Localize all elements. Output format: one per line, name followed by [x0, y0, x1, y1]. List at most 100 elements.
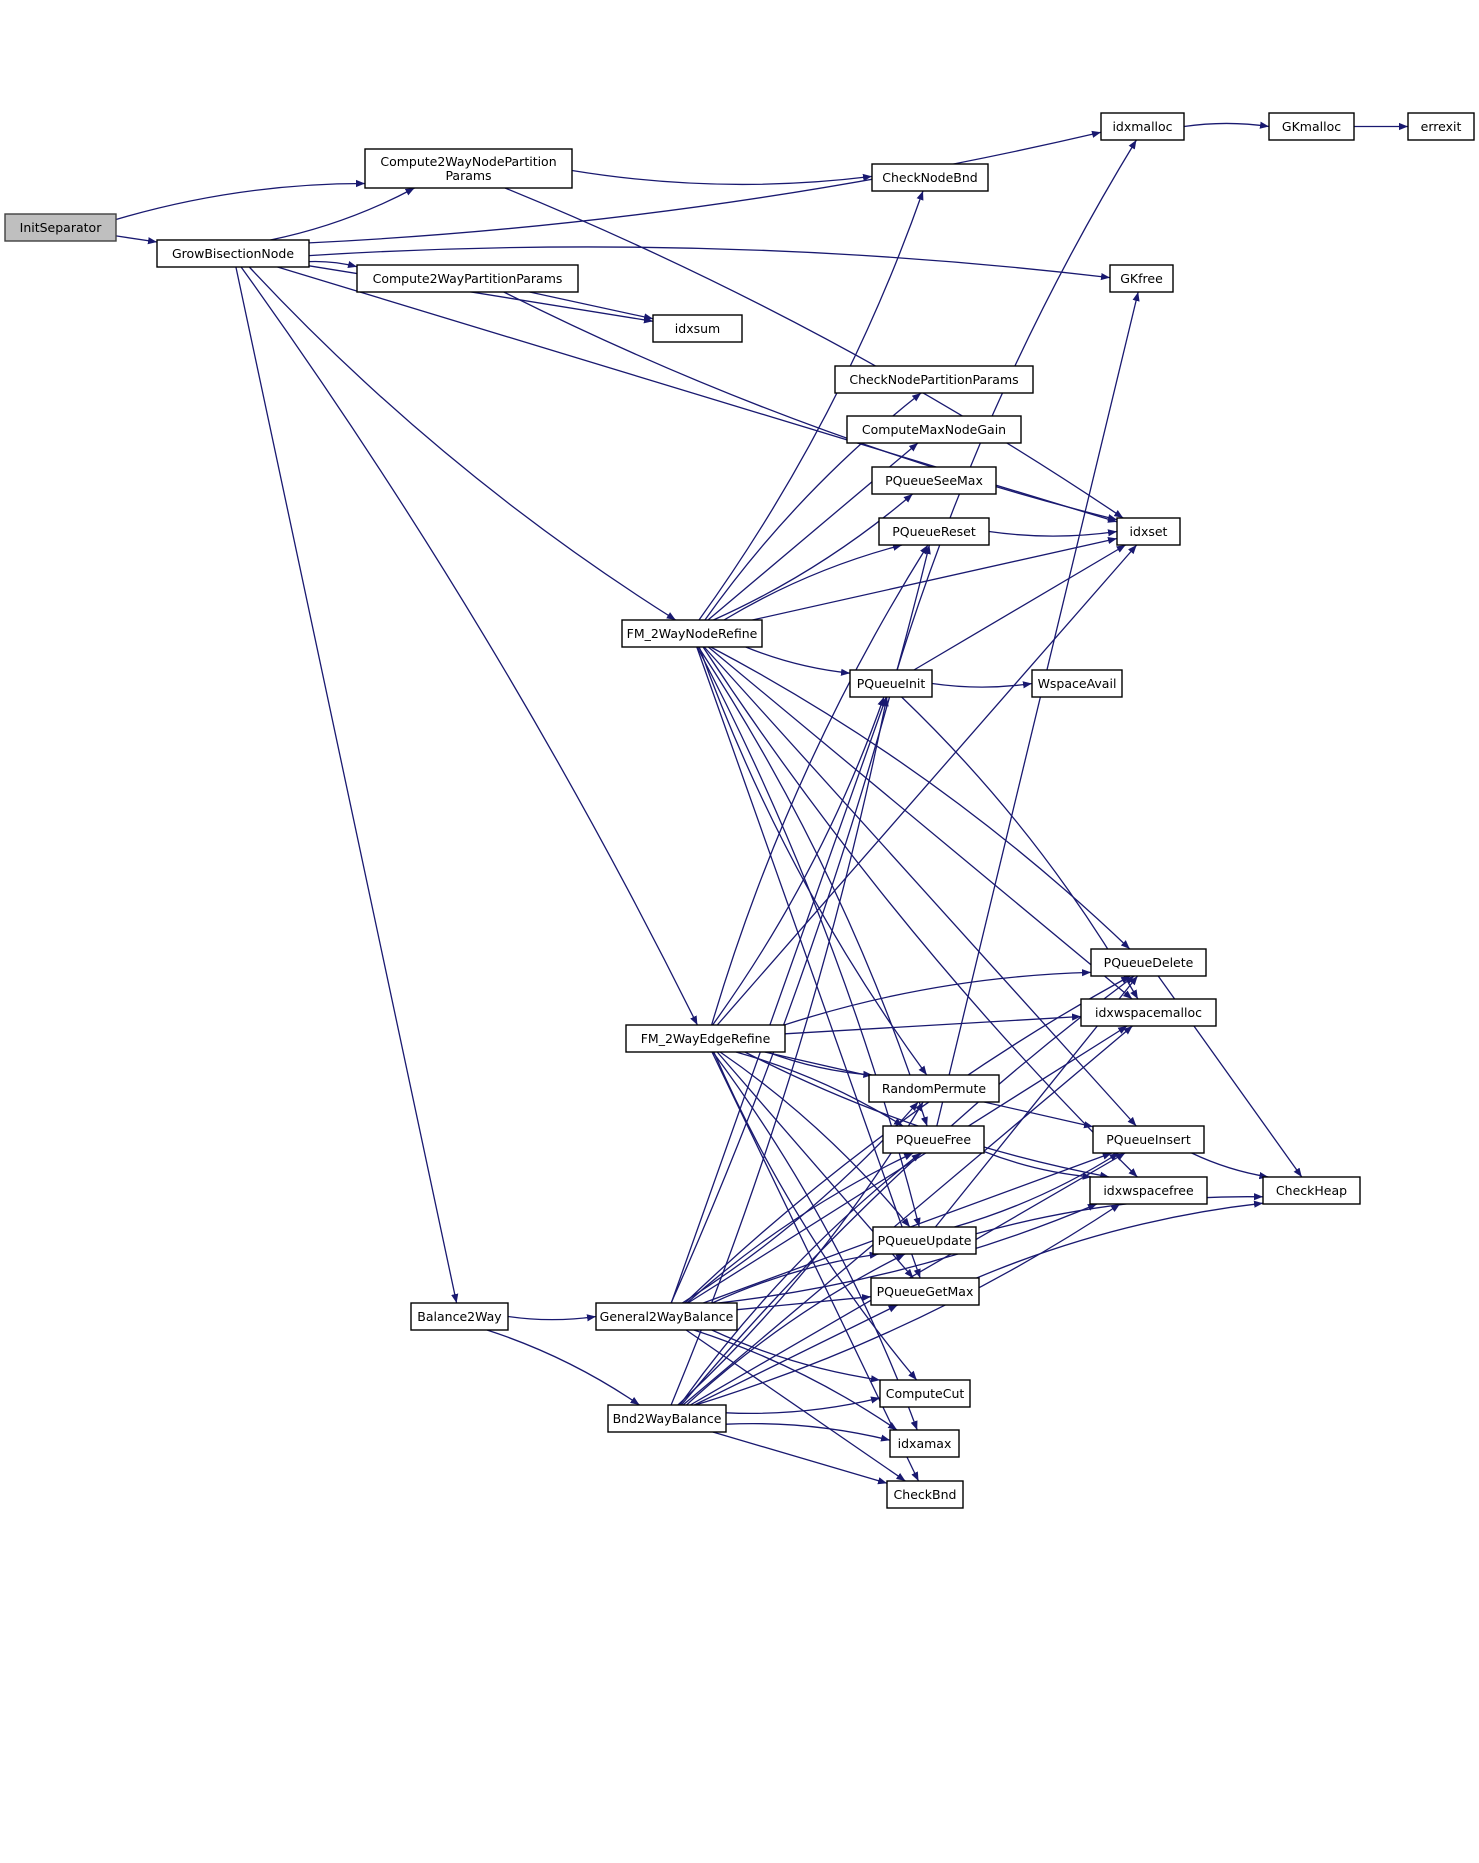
edge-line — [896, 139, 1137, 671]
edge-line — [694, 1304, 898, 1406]
node-box — [156, 239, 310, 268]
edge-line — [697, 646, 928, 1127]
node-box — [846, 415, 1022, 444]
edge-compute2-way-partition-params-to-idxset — [503, 291, 1118, 522]
node-compute2-way-partition-params[interactable]: Compute2WayPartitionParams — [356, 264, 579, 293]
node-label: PQueueInit — [857, 676, 926, 691]
node-label: idxsum — [675, 321, 720, 336]
node-init-separator: InitSeparator — [4, 213, 117, 242]
edge-line — [670, 544, 931, 1304]
edge-line — [725, 1396, 881, 1415]
node-idxwspacemalloc[interactable]: idxwspacemalloc — [1080, 998, 1217, 1027]
node-label: GrowBisectionNode — [172, 246, 294, 261]
node-errexit[interactable]: errexit — [1407, 112, 1475, 141]
edge-fm-2-way-node-refine-to-pqueue-insert — [703, 646, 1137, 1127]
edge-compute2-way-node-partition-params-to-check-node-bnd — [571, 169, 873, 186]
node-box — [595, 1302, 738, 1331]
edge-pqueue-init-to-wspace-avail — [931, 681, 1033, 689]
edge-fm-2-way-node-refine-to-pqueue-delete — [710, 646, 1131, 950]
node-check-heap[interactable]: CheckHeap — [1262, 1176, 1361, 1205]
node-pqueue-reset[interactable]: PQueueReset — [878, 517, 990, 546]
node-idxmalloc[interactable]: idxmalloc — [1100, 112, 1185, 141]
edge-line — [529, 291, 654, 321]
edge-balance2-way-to-general2-way-balance — [507, 1314, 597, 1322]
node-box — [4, 213, 117, 242]
node-pqueue-free[interactable]: PQueueFree — [882, 1125, 985, 1154]
edge-fm-2-way-edge-refine-to-random-permute — [766, 1051, 873, 1078]
edges-layer — [115, 121, 1408, 1485]
edge-fm-2-way-node-refine-to-random-permute — [698, 646, 928, 1076]
edge-grow-bisection-node-to-fm-2-way-node-refine — [248, 266, 677, 621]
node-wspace-avail[interactable]: WspaceAvail — [1031, 669, 1123, 698]
edge-line — [504, 187, 1124, 519]
edge-compute2-way-partition-params-to-idxsum — [529, 291, 654, 321]
edge-fm-2-way-node-refine-to-pqueue-reset — [723, 543, 903, 621]
node-label: CheckBnd — [894, 1487, 957, 1502]
node-label: InitSeparator — [20, 220, 103, 235]
node-idxwspacefree[interactable]: idxwspacefree — [1089, 1176, 1208, 1205]
nodes-layer: InitSeparatorGrowBisectionNodeCompute2Wa… — [4, 112, 1475, 1509]
node-box — [872, 1226, 977, 1255]
node-general2-way-balance[interactable]: General2WayBalance — [595, 1302, 738, 1331]
node-pqueue-insert[interactable]: PQueueInsert — [1092, 1125, 1205, 1154]
edge-balance2-way-to-bnd2-way-balance — [486, 1329, 640, 1406]
edge-fm-2-way-node-refine-to-pqueue-see-max — [713, 493, 914, 621]
node-idxsum[interactable]: idxsum — [652, 314, 743, 343]
node-check-node-partition-params[interactable]: CheckNodePartitionParams — [834, 365, 1034, 394]
edge-line — [707, 646, 1133, 1000]
edge-line — [931, 681, 1033, 689]
node-label: FM_2WayNodeRefine — [627, 626, 758, 641]
edge-line — [270, 187, 415, 241]
node-balance2-way[interactable]: Balance2Way — [410, 1302, 509, 1331]
node-fm-2-way-node-refine[interactable]: FM_2WayNodeRefine — [621, 619, 763, 648]
node-idxset[interactable]: idxset — [1116, 517, 1181, 546]
edge-line — [308, 246, 1111, 281]
node-box — [1031, 669, 1123, 698]
node-label: GKmalloc — [1282, 119, 1341, 134]
node-label: PQueueReset — [892, 524, 976, 539]
edge-general2-way-balance-to-pqueue-init — [670, 696, 887, 1304]
node-pqueue-see-max[interactable]: PQueueSeeMax — [871, 466, 997, 495]
node-grow-bisection-node[interactable]: GrowBisectionNode — [156, 239, 310, 268]
node-label: PQueueDelete — [1104, 955, 1194, 970]
node-pqueue-delete[interactable]: PQueueDelete — [1090, 948, 1207, 977]
node-box — [652, 314, 743, 343]
node-box — [834, 365, 1034, 394]
edge-line — [240, 266, 698, 1026]
node-box — [625, 1024, 786, 1053]
node-gkmalloc[interactable]: GKmalloc — [1268, 112, 1355, 141]
node-pqueue-get-max[interactable]: PQueueGetMax — [870, 1277, 980, 1306]
node-random-permute[interactable]: RandomPermute — [868, 1074, 1000, 1103]
node-pqueue-init[interactable]: PQueueInit — [849, 669, 933, 698]
edge-line — [976, 1200, 1264, 1279]
node-check-node-bnd[interactable]: CheckNodeBnd — [871, 163, 989, 192]
node-compute-max-node-gain[interactable]: ComputeMaxNodeGain — [846, 415, 1022, 444]
node-box — [1116, 517, 1181, 546]
node-idxamax[interactable]: idxamax — [889, 1429, 960, 1458]
node-gkfree[interactable]: GKfree — [1109, 264, 1174, 293]
node-label: idxset — [1130, 524, 1168, 539]
node-check-bnd[interactable]: CheckBnd — [886, 1480, 964, 1509]
node-box — [871, 466, 997, 495]
edge-grow-bisection-node-to-compute2-way-node-partition-params — [270, 187, 415, 241]
edge-line — [698, 646, 928, 1076]
edge-fm-2-way-edge-refine-to-compute-cut — [713, 1051, 918, 1381]
node-bnd2-way-balance[interactable]: Bnd2WayBalance — [607, 1404, 727, 1433]
node-label: idxamax — [898, 1436, 952, 1451]
edge-fm-2-way-edge-refine-to-pqueue-delete — [784, 969, 1092, 1026]
edge-pqueue-update-to-pqueue-insert — [954, 1152, 1119, 1228]
edge-line — [1183, 121, 1270, 129]
node-compute-cut[interactable]: ComputeCut — [879, 1379, 971, 1408]
edge-pqueue-free-to-gkfree — [936, 291, 1140, 1127]
node-fm-2-way-edge-refine[interactable]: FM_2WayEdgeRefine — [625, 1024, 786, 1053]
edge-line — [712, 696, 885, 1026]
edge-line — [685, 1329, 906, 1482]
edge-line — [745, 646, 851, 676]
edge-pqueue-init-to-idxset — [913, 544, 1126, 671]
edge-init-separator-to-grow-bisection-node — [115, 235, 158, 245]
edge-line — [713, 1051, 918, 1381]
node-box — [870, 1277, 980, 1306]
node-pqueue-update[interactable]: PQueueUpdate — [872, 1226, 977, 1255]
node-box — [364, 148, 573, 189]
